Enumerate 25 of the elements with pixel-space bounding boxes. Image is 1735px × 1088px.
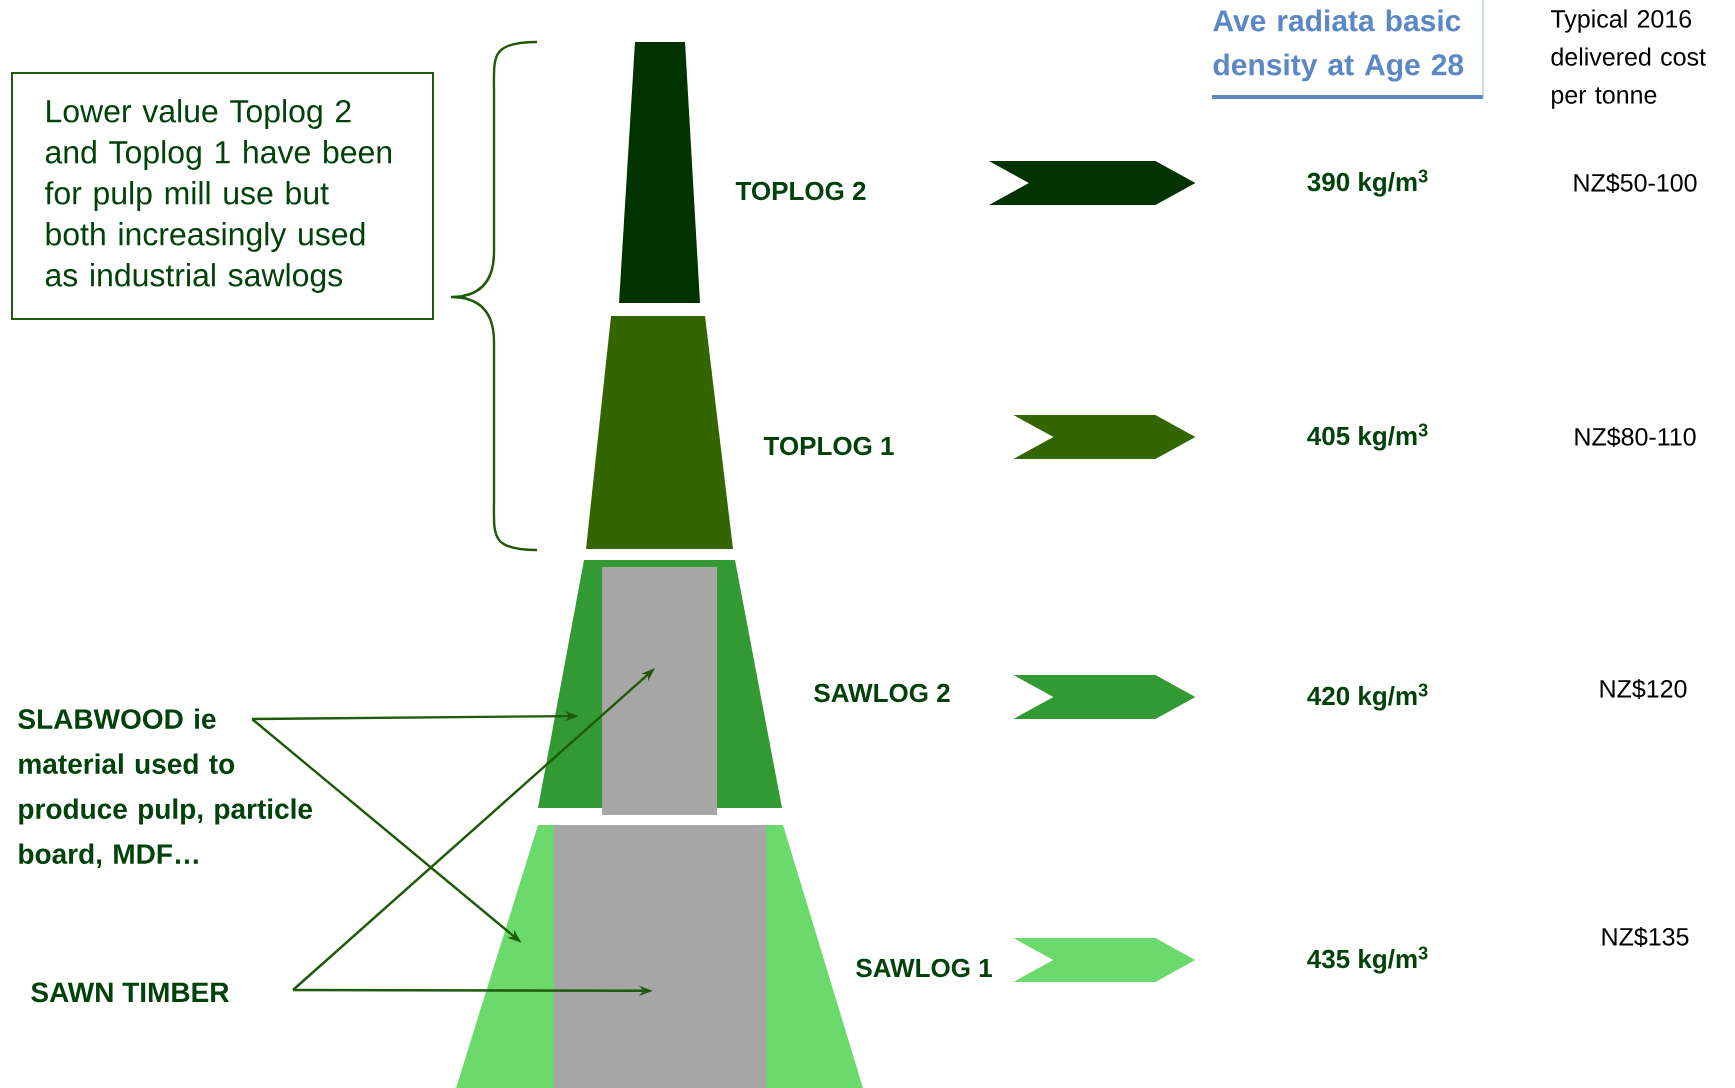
timber-core [602, 567, 718, 815]
density-value: 435 kg/m$^{3}$ [1307, 946, 1428, 974]
log-segment: TOPLOG 1 [586, 316, 894, 549]
callout-text: SAWN TIMBER [31, 982, 229, 1003]
chevron-arrow [1013, 415, 1196, 459]
timber-core [554, 824, 766, 1088]
node-label: TOPLOG 2 [735, 181, 866, 201]
density-value: 405 kg/m$^{3}$ [1307, 423, 1428, 451]
node-label: SAWLOG 1 [856, 958, 992, 978]
chevron-arrow [988, 161, 1196, 205]
cost-value: NZ$50-100 [1574, 172, 1697, 194]
header-text: Ave radiata basic density at Age 28 [1213, 9, 1464, 82]
density-value: 420 kg/m$^{3}$ [1307, 683, 1428, 711]
cost-value: NZ$80-110 [1575, 426, 1696, 448]
log-segment: TOPLOG 2 [619, 42, 866, 303]
cost-value: NZ$135 [1602, 926, 1689, 948]
density-value: 390 kg/m$^{3}$ [1307, 169, 1428, 197]
callout-text: SLABWOOD ie material used to produce pulp, particle board, MDF… [18, 708, 313, 869]
node-label: TOPLOG 1 [763, 436, 894, 456]
note-box: Lower value Toplog 2 and Toplog 1 have been for pulp mill use but both increasingly used as industrial sawlogs [11, 72, 434, 320]
chevron-arrow [1013, 675, 1196, 719]
chevron-arrow [1013, 938, 1196, 982]
cost-value: NZ$120 [1600, 678, 1687, 700]
node-label: SAWLOG 2 [814, 683, 950, 703]
header-text: Typical 2016 delivered cost per tonne [1551, 9, 1706, 109]
